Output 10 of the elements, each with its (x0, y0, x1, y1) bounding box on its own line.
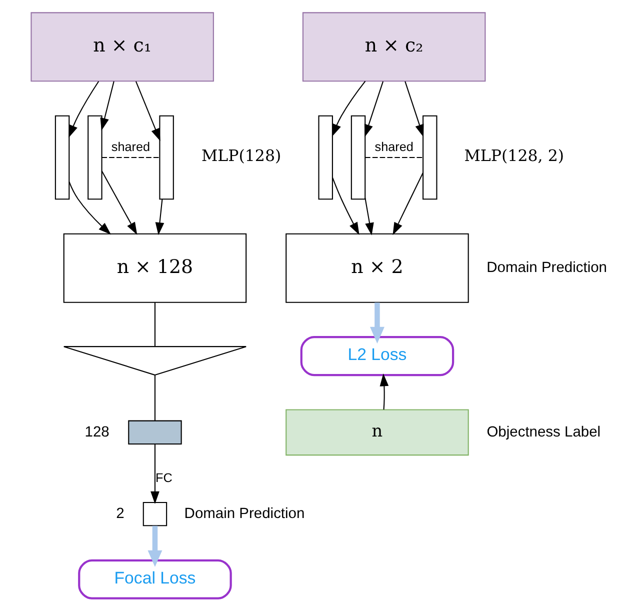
label: MLP(128) (200, 146, 281, 166)
edge-label: shared (374, 140, 413, 154)
edge-label: FC (155, 471, 172, 486)
node-label: Domain Prediction (184, 506, 304, 522)
node-label: 128 (84, 424, 109, 440)
node-label: 2 (116, 506, 124, 522)
node-label: Objectness Label (486, 424, 600, 440)
edge-label: shared (110, 140, 150, 154)
label: MLP(128, 2) (464, 146, 564, 166)
node-label: Domain Prediction (486, 260, 606, 276)
